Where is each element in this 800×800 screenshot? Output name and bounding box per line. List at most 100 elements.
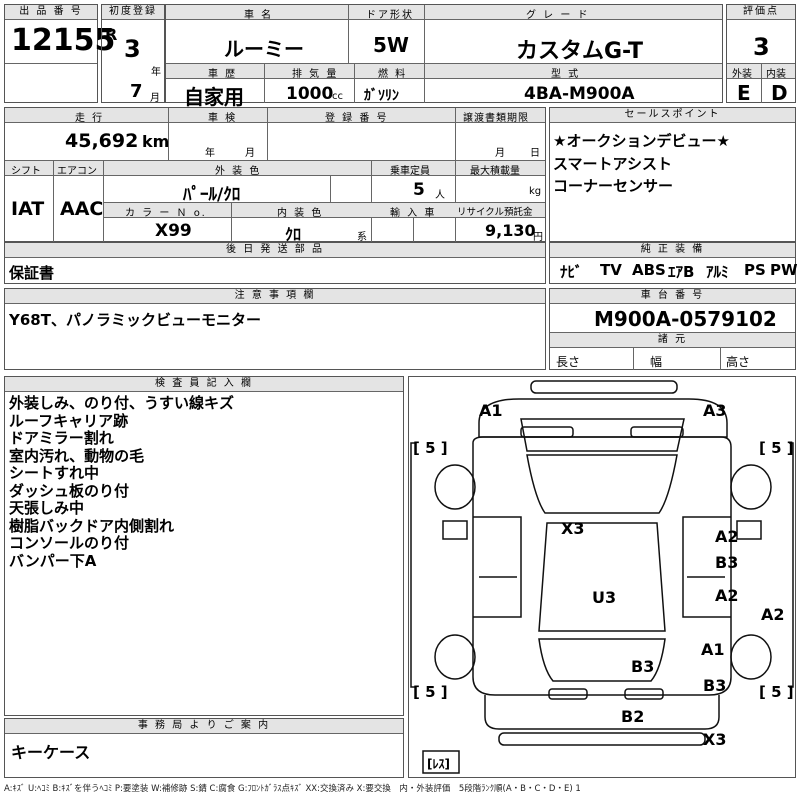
ext-color: ﾊﾟｰﾙ/ｸﾛ bbox=[183, 185, 241, 205]
inspector-line: 樹脂バックドア内側割れ bbox=[9, 516, 175, 535]
reg-no-label: 登 録 番 号 bbox=[325, 113, 389, 124]
chassis-label: 車 台 番 号 bbox=[550, 289, 795, 304]
dims-label: 諸 元 bbox=[550, 333, 795, 348]
sales-point-3: コーナーセンサー bbox=[553, 177, 674, 195]
lot-label: 出 品 番 号 bbox=[5, 5, 97, 20]
damage-mark: A2 bbox=[715, 527, 739, 546]
grade: カスタムG-T bbox=[516, 39, 643, 64]
ac: AAC bbox=[60, 198, 104, 220]
car-outline bbox=[410, 380, 794, 774]
first-reg-box: 初度登録 R 3 年 7 月 bbox=[101, 4, 165, 104]
main-header-box: 車 名 ドア形状 グ レ ー ド ルーミー 5W カスタムG-T 車 歴 排 気… bbox=[165, 4, 723, 109]
equip-abs: ABS bbox=[632, 261, 666, 279]
recycle: 9,130 bbox=[485, 221, 536, 240]
inspector-box: 検 査 員 記 入 欄 外装しみ、のり付、うすい線キズ ルーフキャリア跡 ドアミ… bbox=[4, 376, 404, 716]
tyre-front-left: [ 5 ] bbox=[413, 439, 448, 457]
displacement-label: 排 気 量 bbox=[292, 69, 339, 80]
later-parts: 保証書 bbox=[9, 264, 55, 282]
tyre-rear-right: [ 5 ] bbox=[759, 683, 794, 701]
month-unit: 月 bbox=[150, 93, 160, 104]
damage-mark: B3 bbox=[631, 657, 655, 676]
damage-mark: X3 bbox=[703, 730, 727, 749]
score: 3 bbox=[753, 33, 770, 61]
recycle-unit: 円 bbox=[533, 232, 543, 243]
inspector-line: 外装しみ、のり付、うすい線キズ bbox=[9, 394, 235, 412]
sales-box: セールスポイント ★オークションデビュー★ スマートアシスト コーナーセンサー bbox=[549, 107, 796, 242]
displacement-unit: cc bbox=[332, 91, 343, 102]
mileage: 45,692 bbox=[65, 130, 139, 152]
exterior-label: 外装 bbox=[732, 69, 752, 80]
interior-label: 内装 bbox=[766, 69, 786, 80]
office-label: 事 務 局 よ り ご 案 内 bbox=[5, 719, 403, 734]
notes-box: 注 意 事 項 欄 Y68T、パノラミックビューモニター bbox=[4, 288, 546, 370]
inspection-label: 車 検 bbox=[208, 113, 238, 124]
history: 自家用 bbox=[184, 85, 244, 109]
inspector-line: 室内汚れ、動物の毛 bbox=[9, 446, 145, 465]
inspector-line: 天張しみ中 bbox=[9, 499, 85, 517]
color-no-label: カ ラ ー Ｎ o. bbox=[125, 208, 207, 219]
interior-grade: D bbox=[771, 81, 788, 105]
exterior-grade: E bbox=[737, 81, 751, 105]
sales-label: セールスポイント bbox=[550, 108, 795, 123]
damage-mark: A2 bbox=[761, 605, 785, 624]
fuel-label: 燃 料 bbox=[378, 69, 408, 80]
shift: IAT bbox=[11, 198, 45, 220]
import-label: 輸 入 車 bbox=[390, 208, 437, 219]
height-label: 高さ bbox=[726, 355, 751, 369]
equip-airbag: ｴｱB bbox=[668, 263, 695, 281]
width-label: 幅 bbox=[650, 355, 663, 369]
damage-mark: U3 bbox=[592, 588, 617, 607]
equip-alloy: ｱﾙﾐ bbox=[706, 263, 729, 281]
damage-diagram: A1 A3 X3 A2 B3 U3 A2 A2 A1 B3 B3 B2 X3 [… bbox=[408, 376, 796, 778]
ext-color-label: 外 装 色 bbox=[215, 166, 262, 177]
int-color-unit: 系 bbox=[357, 232, 367, 243]
mileage-label: 走 行 bbox=[75, 113, 105, 124]
car-name-label: 車 名 bbox=[244, 10, 274, 21]
grade-label: グ レ ー ド bbox=[526, 10, 590, 21]
spare-tyre: [ﾚｽ] bbox=[427, 757, 450, 771]
month: 7 bbox=[130, 81, 143, 102]
era: R bbox=[105, 25, 118, 44]
load-label: 最大積載量 bbox=[470, 166, 520, 177]
damage-mark: A1 bbox=[479, 401, 503, 420]
history-label: 車 歴 bbox=[208, 69, 238, 80]
tyre-rear-left: [ 5 ] bbox=[413, 683, 448, 701]
notes-label: 注 意 事 項 欄 bbox=[5, 289, 545, 304]
shift-label: シフト bbox=[11, 166, 41, 177]
chassis-number: M900A-0579102 bbox=[594, 307, 777, 331]
equip-pw: PW bbox=[770, 261, 798, 279]
damage-mark: B2 bbox=[621, 707, 645, 726]
year: 3 bbox=[124, 35, 141, 63]
office-box: 事 務 局 よ り ご 案 内 キーケース bbox=[4, 718, 404, 778]
fuel: ｶﾞｿﾘﾝ bbox=[364, 88, 399, 104]
ac-label: エアコン bbox=[57, 166, 97, 177]
inspector-line: ドアミラー割れ bbox=[9, 429, 114, 447]
inspector-line: バンパー下A bbox=[9, 551, 97, 570]
capacity-unit: 人 bbox=[435, 190, 445, 201]
lot-box: 出 品 番 号 12155 bbox=[4, 4, 115, 103]
office-note: キーケース bbox=[11, 743, 91, 762]
later-parts-label: 後 日 発 送 部 品 bbox=[5, 243, 545, 258]
int-color-label: 内 装 色 bbox=[277, 208, 324, 219]
model-label: 型 式 bbox=[551, 69, 581, 80]
tyre-front-right: [ 5 ] bbox=[759, 439, 794, 457]
score-box: 評価点 3 外装 内装 E D bbox=[726, 4, 796, 105]
equipment-box: 純 正 装 備 ﾅﾋﾞ TV ABS ｴｱB ｱﾙﾐ PS PW bbox=[549, 242, 798, 284]
details-box: 走 行 車 検 登 録 番 号 譲渡書類期限 45,692 km 年 月 月 日… bbox=[4, 107, 546, 244]
later-parts-box: 後 日 発 送 部 品 保証書 bbox=[4, 242, 546, 284]
equip-navi: ﾅﾋﾞ bbox=[560, 263, 583, 281]
first-reg-label: 初度登録 bbox=[102, 5, 164, 20]
transfer-month-unit: 月 bbox=[495, 148, 505, 159]
damage-mark: B3 bbox=[703, 676, 727, 695]
model: 4BA-M900A bbox=[524, 84, 635, 104]
chassis-box: 車 台 番 号 M900A-0579102 諸 元 長さ 幅 高さ bbox=[549, 288, 796, 370]
car-name: ルーミー bbox=[224, 37, 304, 61]
mileage-unit: km bbox=[142, 132, 170, 151]
damage-mark: A1 bbox=[701, 640, 725, 659]
capacity: 5 bbox=[413, 180, 425, 200]
door-type: 5W bbox=[373, 33, 409, 57]
legend: A:ｷｽﾞ U:ﾍｺﾐ B:ｷｽﾞを伴うﾍｺﾐ P:要塗装 W:補修跡 S:錆 … bbox=[4, 784, 581, 794]
int-color: ｸﾛ bbox=[285, 225, 302, 244]
inspector-line: ダッシュ板のり付 bbox=[9, 481, 130, 500]
damage-mark: X3 bbox=[561, 519, 585, 538]
